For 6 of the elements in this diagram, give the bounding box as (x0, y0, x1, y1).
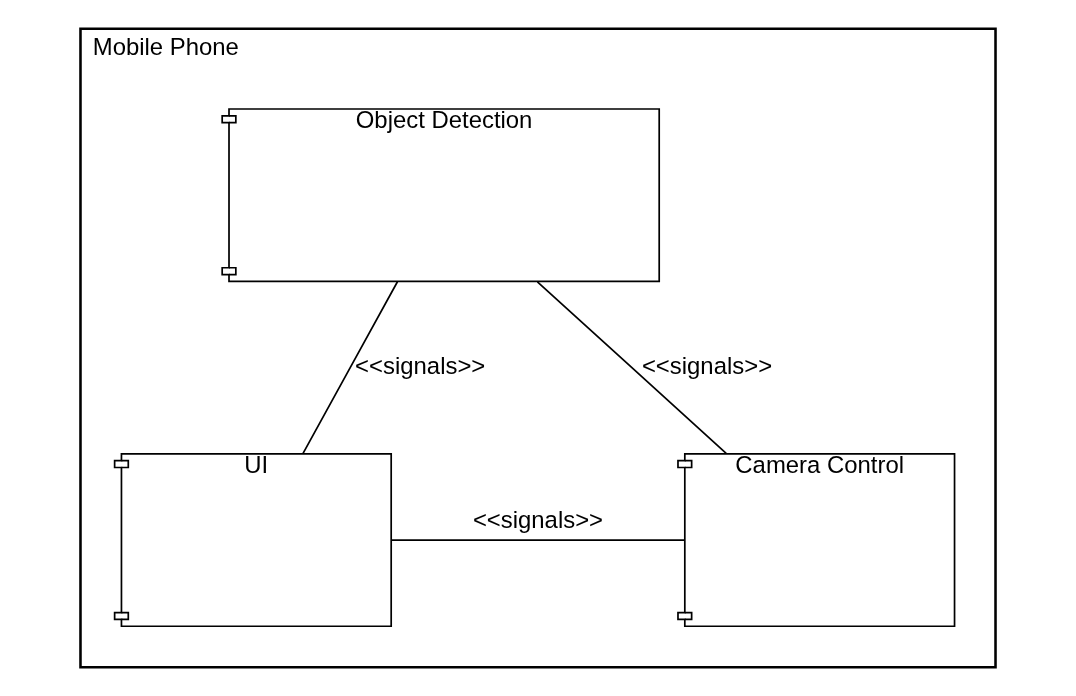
edge-label: <<signals>> (355, 351, 486, 379)
edge-label: <<signals>> (472, 506, 604, 534)
connector (536, 280, 728, 455)
edge-label: <<signals>> (641, 351, 773, 379)
connector (390, 539, 686, 541)
connector (302, 280, 399, 455)
